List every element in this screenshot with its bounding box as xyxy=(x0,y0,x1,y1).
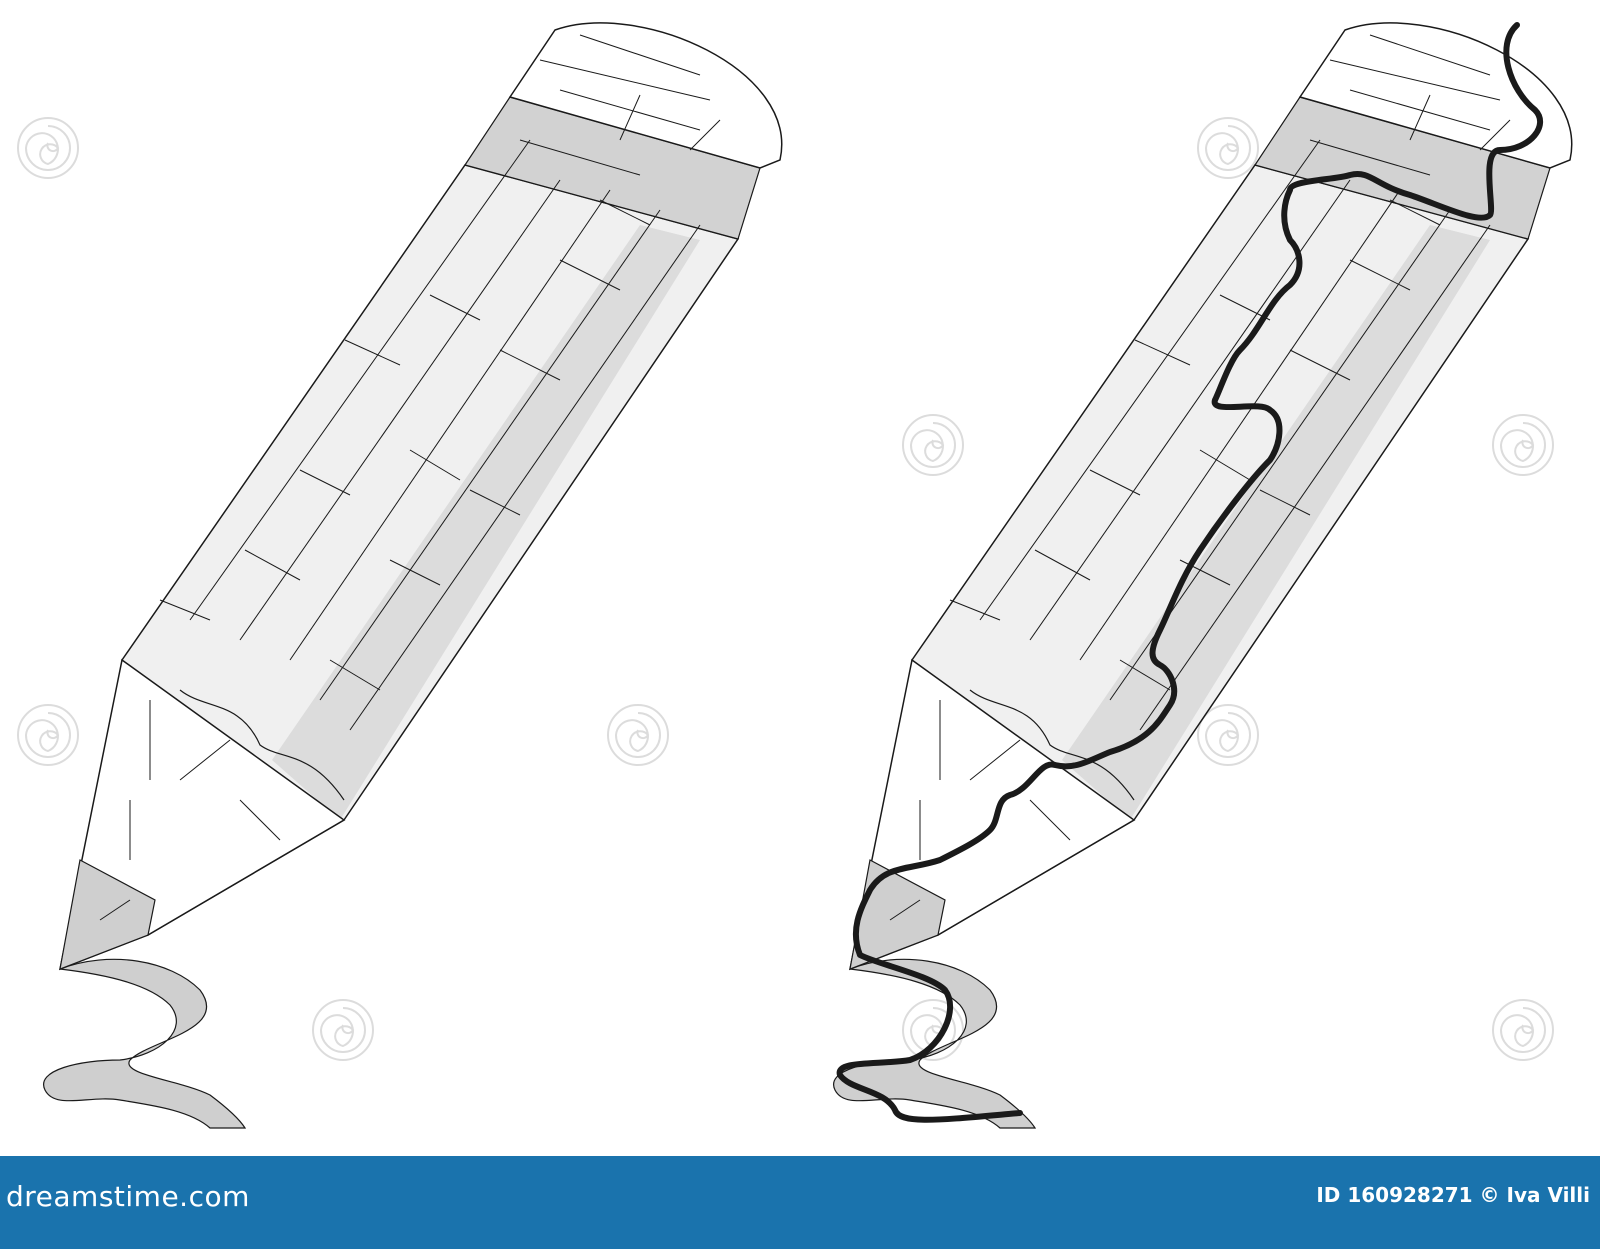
maze-unsolved xyxy=(42,22,783,1129)
maze-artwork xyxy=(17,22,1573,1129)
spiral-icon xyxy=(1197,704,1259,766)
spiral-icon xyxy=(17,117,79,179)
spiral-icon xyxy=(1492,414,1554,476)
maze-solved xyxy=(832,22,1573,1129)
image-credit: ID 160928271 © Iva Villi xyxy=(1316,1183,1590,1207)
spiral-icon xyxy=(902,414,964,476)
solution-path xyxy=(836,22,1543,1123)
spiral-icon xyxy=(17,704,79,766)
spiral-icon xyxy=(1197,117,1259,179)
spiral-icon xyxy=(1492,999,1554,1061)
spiral-icon xyxy=(312,999,374,1061)
brand-logo-text: dreamstime.com xyxy=(6,1180,250,1213)
watermark-footer: dreamstime.com ID 160928271 © Iva Villi xyxy=(0,1156,1600,1249)
spiral-icon xyxy=(607,704,669,766)
